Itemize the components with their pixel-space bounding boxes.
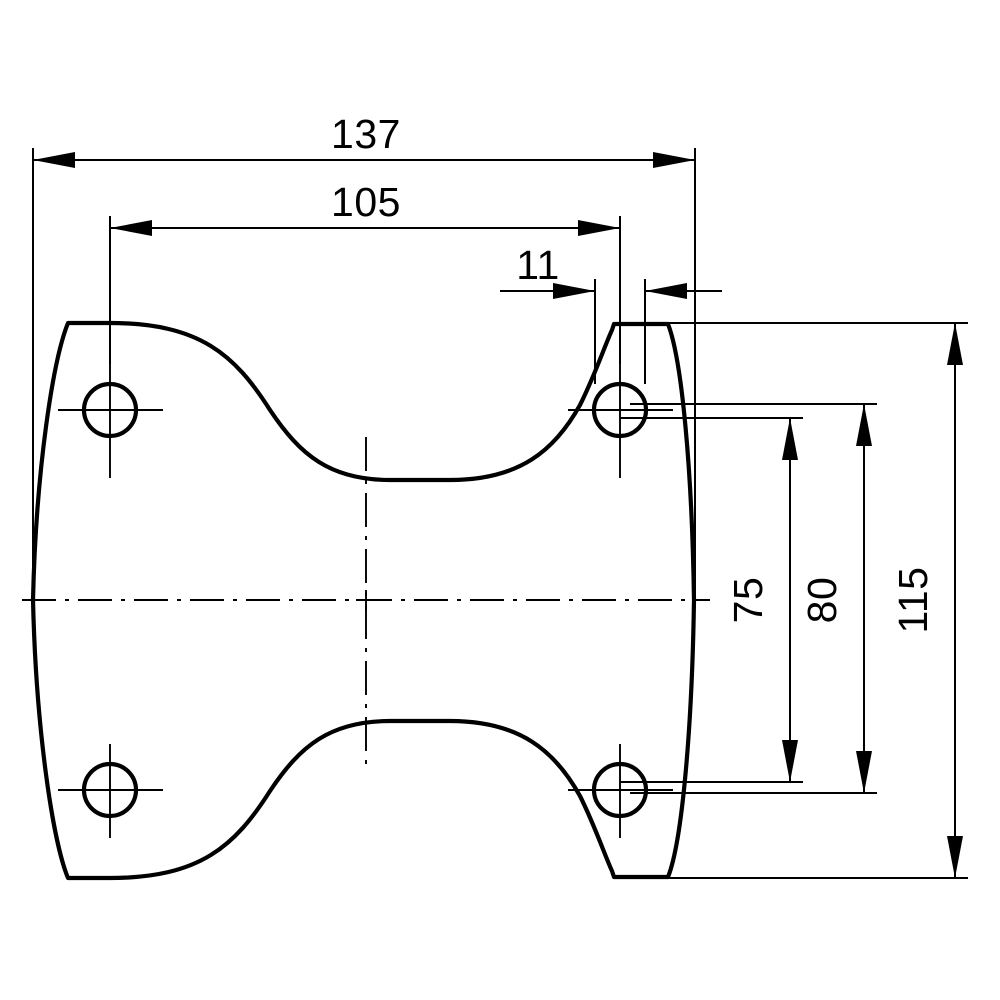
dim-75-arrow-top [782, 418, 798, 460]
dim-105-arrow-left [110, 220, 152, 236]
dim-115-arrow-bottom [947, 836, 963, 878]
extension-lines-horizontal [32, 148, 696, 600]
dim-80-arrow-top [856, 404, 872, 446]
dimension-115: 115 [890, 323, 963, 878]
dim-137-arrow-right [653, 152, 695, 168]
extension-lines-vertical [620, 322, 968, 879]
dim-75-arrow-bottom [782, 740, 798, 782]
dimension-137: 137 [33, 111, 695, 168]
dim-105-label: 105 [331, 179, 401, 225]
dimension-75: 75 [725, 418, 798, 782]
dim-75-label: 75 [725, 577, 771, 624]
dim-115-label: 115 [890, 567, 936, 634]
dim-11-label: 11 [516, 242, 560, 288]
dim-105-arrow-right [578, 220, 620, 236]
dimension-11: 11 [500, 242, 722, 299]
dim-11-arrow-left [553, 283, 595, 299]
dimension-80: 80 [799, 404, 872, 793]
dim-11-arrow-right [645, 283, 687, 299]
main-centerlines-group [22, 437, 710, 765]
dim-115-arrow-top [947, 323, 963, 365]
dim-137-arrow-left [33, 152, 75, 168]
hole-centermarks-group [58, 364, 673, 838]
dim-137-label: 137 [331, 111, 401, 157]
dim-80-label: 80 [799, 577, 845, 624]
dimension-105: 105 [110, 179, 620, 236]
dim-80-arrow-bottom [856, 751, 872, 793]
